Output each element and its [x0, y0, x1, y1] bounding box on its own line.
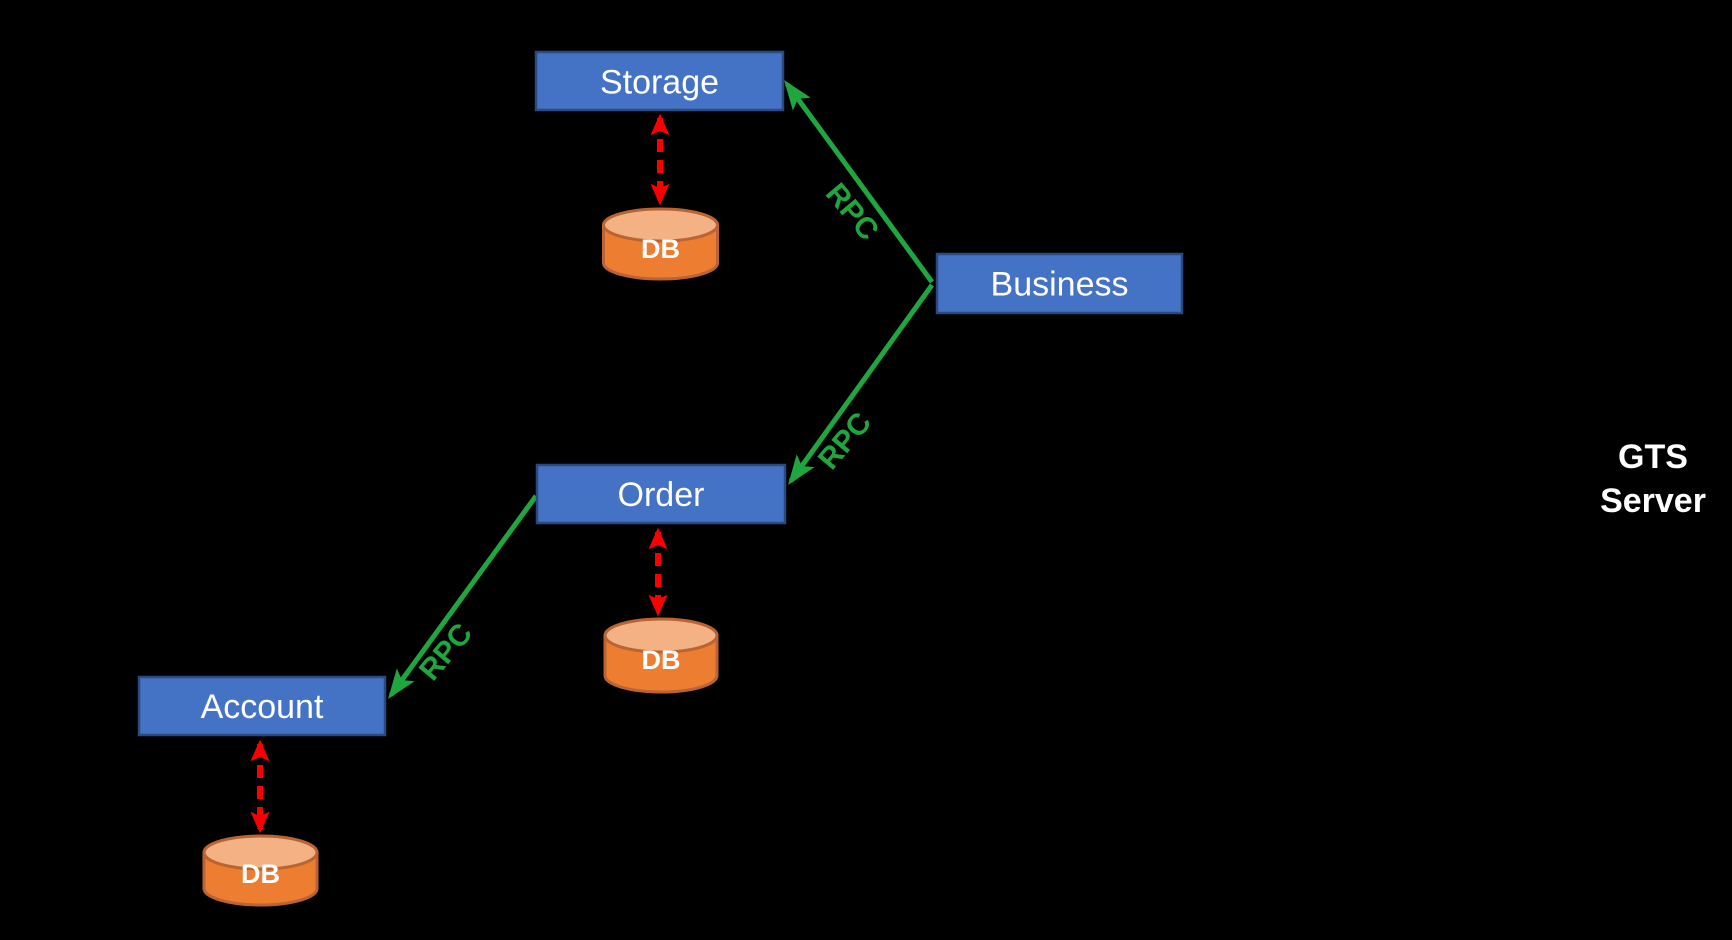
service-box-order — [535, 463, 787, 525]
db-cylinder-account: DB — [202, 834, 319, 907]
rpc-edge-label-business-storage: RPC — [819, 177, 885, 247]
service-label-order: Order — [618, 476, 705, 514]
service-node-order: Order — [535, 463, 787, 525]
service-node-storage: Storage — [534, 50, 785, 112]
service-box-storage — [534, 50, 785, 112]
service-label-business: Business — [991, 266, 1129, 304]
rpc-edge-business-to-order — [788, 283, 935, 486]
db-cylinder-storage: DB — [602, 207, 719, 281]
service-node-business: Business — [935, 252, 1184, 315]
service-box-business — [935, 252, 1184, 315]
service-label-account: Account — [201, 688, 324, 726]
db-label-order: DB — [642, 645, 681, 675]
service-label-storage: Storage — [600, 64, 719, 102]
rpc-edge-order-to-account — [388, 494, 539, 700]
db-cylinder-order: DB — [603, 617, 719, 694]
rpc-edge-business-to-storage — [784, 79, 935, 284]
service-node-account: Account — [137, 675, 387, 737]
gts-server-label-line2: Server — [1600, 482, 1706, 520]
gts-server-label: GTS Server — [1600, 438, 1706, 520]
db-label-storage: DB — [641, 234, 680, 264]
db-cylinder-top — [602, 207, 719, 243]
gts-server-label-line1: GTS — [1618, 438, 1688, 476]
db-label-account: DB — [241, 859, 280, 889]
service-box-account — [137, 675, 387, 737]
db-cylinder-top — [202, 834, 319, 871]
db-cylinder-top — [603, 617, 719, 654]
